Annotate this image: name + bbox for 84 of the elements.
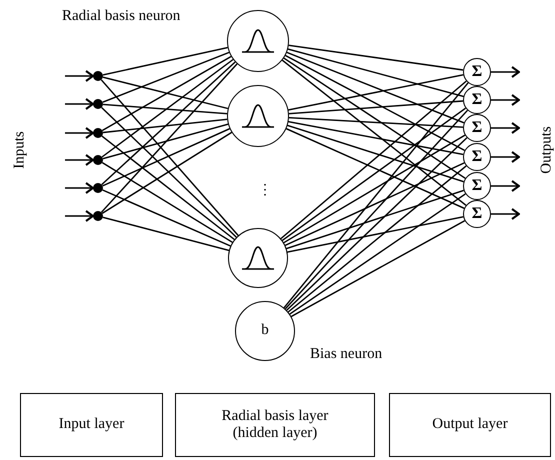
connection-line [102,58,234,158]
connection-line [102,189,231,247]
connection-line [102,132,232,214]
neuron-symbol: Σ [472,148,482,166]
arrow [491,208,520,220]
connection-line [102,76,228,110]
layer-label: Output layer [431,416,509,434]
neuron-symbol: Σ [472,204,482,224]
connection-line [282,60,466,206]
arrow [65,210,94,222]
arrow [491,122,520,134]
connection-line [288,74,464,111]
layer-box [389,393,551,457]
neuron-symbol: Σ [472,118,482,138]
connection-line [287,216,464,253]
arrow [491,180,520,192]
neuron-caption: Radial basis neuron [62,8,180,25]
neuron-circle [463,114,491,142]
arrow [65,154,94,166]
connection-line [288,165,467,313]
input-node-dot [93,99,103,109]
connection-line [102,124,228,160]
neuron-circle [463,200,491,228]
connection-line [102,52,230,103]
neuron-circle [463,86,491,114]
neuron-circle [463,143,491,171]
input-node-dot [93,183,103,193]
axis-label: Outputs [538,126,555,174]
arrow [491,66,520,78]
neuron-circle [228,228,288,288]
arrow [65,98,94,110]
connection-line [285,54,465,152]
neuron-symbol: Σ [472,62,482,82]
neuron-symbol: Σ [472,90,482,110]
connection-line [288,44,464,71]
neuron-caption: Bias neuron [310,346,382,363]
neuron-circle [463,58,491,86]
input-node-dot [93,211,103,221]
connection-line [101,136,235,240]
connection-line [102,104,228,114]
arrow [65,182,94,194]
connection-line [283,58,466,179]
connection-line [100,63,238,213]
connection-line [280,80,467,240]
neuron-symbol: Σ [472,176,482,196]
connection-line [288,48,464,98]
arrow [65,70,94,82]
connection-line [286,190,464,250]
connection-line [284,162,465,246]
layer-box [175,393,375,457]
input-node-dot [93,128,103,138]
connection-line [282,108,466,241]
connection-line [101,61,236,186]
arrow [491,151,520,163]
input-node-dot [93,71,103,81]
layer-box [20,393,163,457]
layer-label: Radial basis layer (hidden layer) [220,408,330,442]
layer-label: Input layer [58,416,126,434]
neuron-circle [227,10,289,72]
connection-line [102,118,228,134]
connection-line [289,193,466,315]
connection-line [286,137,468,311]
connection-line [287,124,464,182]
connection-line [102,128,230,187]
connection-line [283,134,466,244]
connection-line [290,220,466,318]
connection-line [102,216,230,252]
neuron-circle [463,172,491,200]
connection-line [100,79,239,236]
connection-line [102,46,228,76]
input-node-dot [93,155,103,165]
axis-label: Inputs [12,131,28,169]
connection-line [286,128,464,209]
ellipsis-mark: ⋮ [258,182,272,199]
connection-line [288,121,464,156]
arrow [491,94,520,106]
connection-line [102,56,232,132]
connection-line [286,52,464,124]
connection-line [101,107,237,238]
arrow [65,127,94,139]
connection-line [288,117,464,128]
connection-line [102,162,233,243]
connection-line [288,100,464,114]
neuron-symbol: b [261,322,269,340]
